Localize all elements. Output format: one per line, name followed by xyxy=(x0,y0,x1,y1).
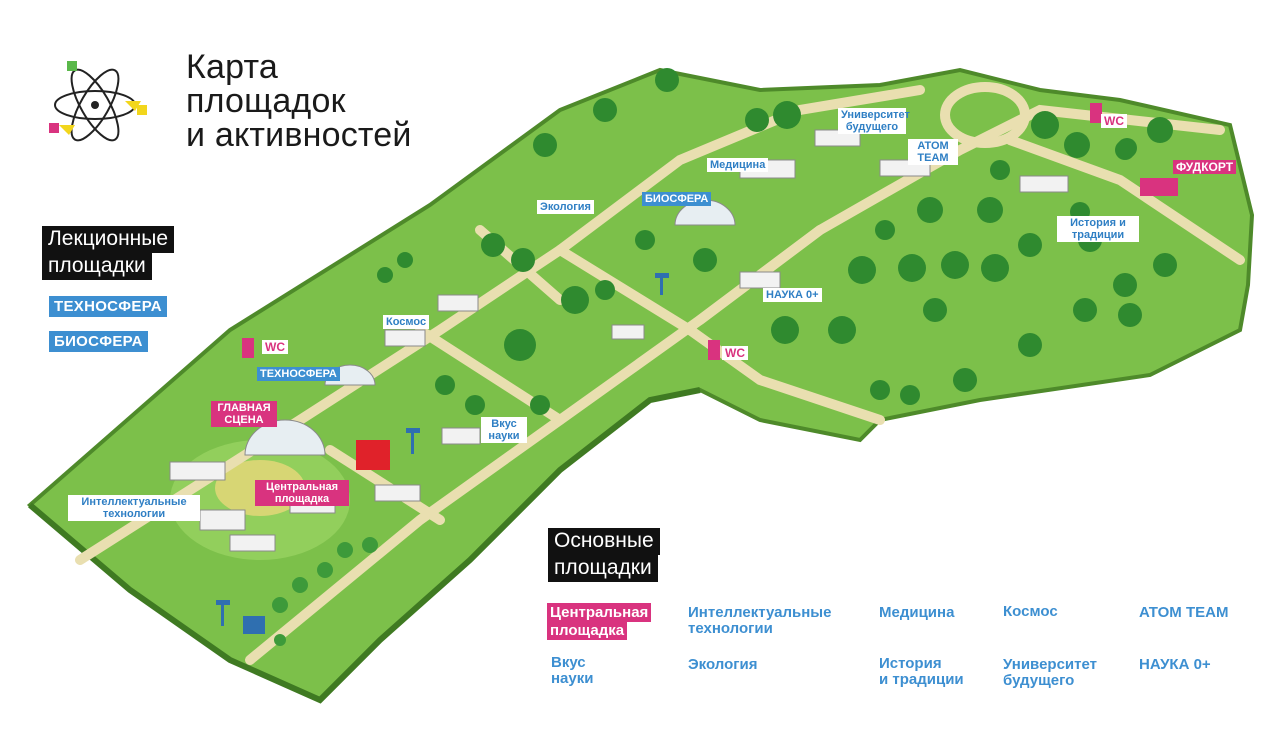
main-heading: Основные площадки xyxy=(548,528,660,582)
main-item-kosmos: Космос xyxy=(1003,604,1058,620)
main-item-universitet: Университет будущего xyxy=(1003,657,1097,689)
map-label-wc-right[interactable]: WC xyxy=(1101,114,1127,128)
map-label-vkus-nauki[interactable]: Вкус науки xyxy=(481,417,527,443)
main-heading-line-1: Основные xyxy=(548,528,660,555)
map-label-intellekt[interactable]: Интеллектуальные технологии xyxy=(68,495,200,521)
main-item-centralnaya-line2: площадка xyxy=(547,621,628,640)
map-label-atom-team[interactable]: ATOM TEAM xyxy=(908,139,958,165)
main-item-universitet-line2: будущего xyxy=(1003,672,1075,689)
park-edge xyxy=(28,387,701,704)
main-item-intellekt: Интеллектуальные технологии xyxy=(688,605,831,637)
title-line-3: и активностей xyxy=(186,116,412,154)
lecture-item-biosfera: БИОСФЕРА xyxy=(49,331,148,352)
main-item-ekologiya-line1: Экология xyxy=(688,656,758,673)
map-label-biosfera[interactable]: БИОСФЕРА xyxy=(642,192,712,206)
main-item-istoriya-line2: и традиции xyxy=(879,671,964,688)
map-label-glavnaya-scena[interactable]: ГЛАВНАЯ СЦЕНА xyxy=(211,401,277,427)
main-item-vkus-line1: Вкус xyxy=(551,654,586,671)
title-line-2: площадок xyxy=(186,82,346,120)
main-item-centralnaya: Центральная площадка xyxy=(547,603,652,640)
bushes xyxy=(272,537,378,646)
main-item-meditsina-line1: Медицина xyxy=(879,604,955,621)
page-title: Карта площадок и активностей xyxy=(186,50,412,152)
food-truck xyxy=(1140,178,1178,196)
map-label-wc-left[interactable]: WC xyxy=(262,340,288,354)
main-item-kosmos-line1: Космос xyxy=(1003,603,1058,620)
main-item-atom-line1: ATOM TEAM xyxy=(1139,604,1229,621)
map-label-fudkort[interactable]: ФУДКОРТ xyxy=(1173,160,1237,174)
main-item-nauka: НАУКА 0+ xyxy=(1139,657,1211,673)
lecture-heading-line-1: Лекционные xyxy=(42,226,175,253)
map-label-istoriya[interactable]: История и традиции xyxy=(1057,216,1139,242)
main-item-istoriya-line1: История xyxy=(879,655,942,672)
festival-logo xyxy=(49,61,147,142)
info-board xyxy=(243,616,265,634)
main-item-vkus-nauki: Вкус науки xyxy=(551,655,593,687)
main-item-intellekt-line1: Интеллектуальные xyxy=(688,604,832,621)
main-item-atom-team: ATOM TEAM xyxy=(1139,605,1228,621)
title-line-1: Карта xyxy=(186,48,278,86)
legend-biosfera: БИОСФЕРА xyxy=(49,331,148,352)
trees xyxy=(377,68,1177,415)
map-label-universitet[interactable]: Университет будущего xyxy=(838,108,910,134)
main-item-nauka-line1: НАУКА 0+ xyxy=(1139,656,1211,673)
main-item-universitet-line1: Университет xyxy=(1003,656,1097,673)
main-item-vkus-line2: науки xyxy=(551,670,594,687)
wc-cabins xyxy=(242,103,1102,360)
main-item-istoriya: История и традиции xyxy=(879,656,964,688)
roundabout xyxy=(940,82,1030,148)
lecture-item-tehnosfera: ТЕХНОСФЕРА xyxy=(49,296,167,317)
map-label-meditsina[interactable]: Медицина xyxy=(707,158,769,172)
map-label-ekologiya[interactable]: Экология xyxy=(537,200,594,214)
map-label-centralnaya[interactable]: Центральная площадка xyxy=(255,480,349,506)
main-heading-line-2: площадки xyxy=(548,555,658,582)
legend-tehnosfera: ТЕХНОСФЕРА xyxy=(49,296,167,317)
main-item-ekologiya: Экология xyxy=(688,657,758,673)
map-label-tehnosfera[interactable]: ТЕХНОСФЕРА xyxy=(257,367,340,381)
map-label-wc-center[interactable]: WC xyxy=(722,346,748,360)
lecture-heading-line-2: площадки xyxy=(42,253,152,280)
map-label-nauka[interactable]: НАУКА 0+ xyxy=(763,288,822,302)
map-label-kosmos[interactable]: Космос xyxy=(383,315,430,329)
main-item-intellekt-line2: технологии xyxy=(688,620,773,637)
signposts xyxy=(216,273,669,626)
main-item-centralnaya-line1: Центральная xyxy=(547,603,652,622)
central-booth xyxy=(356,440,390,470)
lecture-heading: Лекционные площадки xyxy=(42,226,175,280)
main-item-meditsina: Медицина xyxy=(879,605,954,621)
